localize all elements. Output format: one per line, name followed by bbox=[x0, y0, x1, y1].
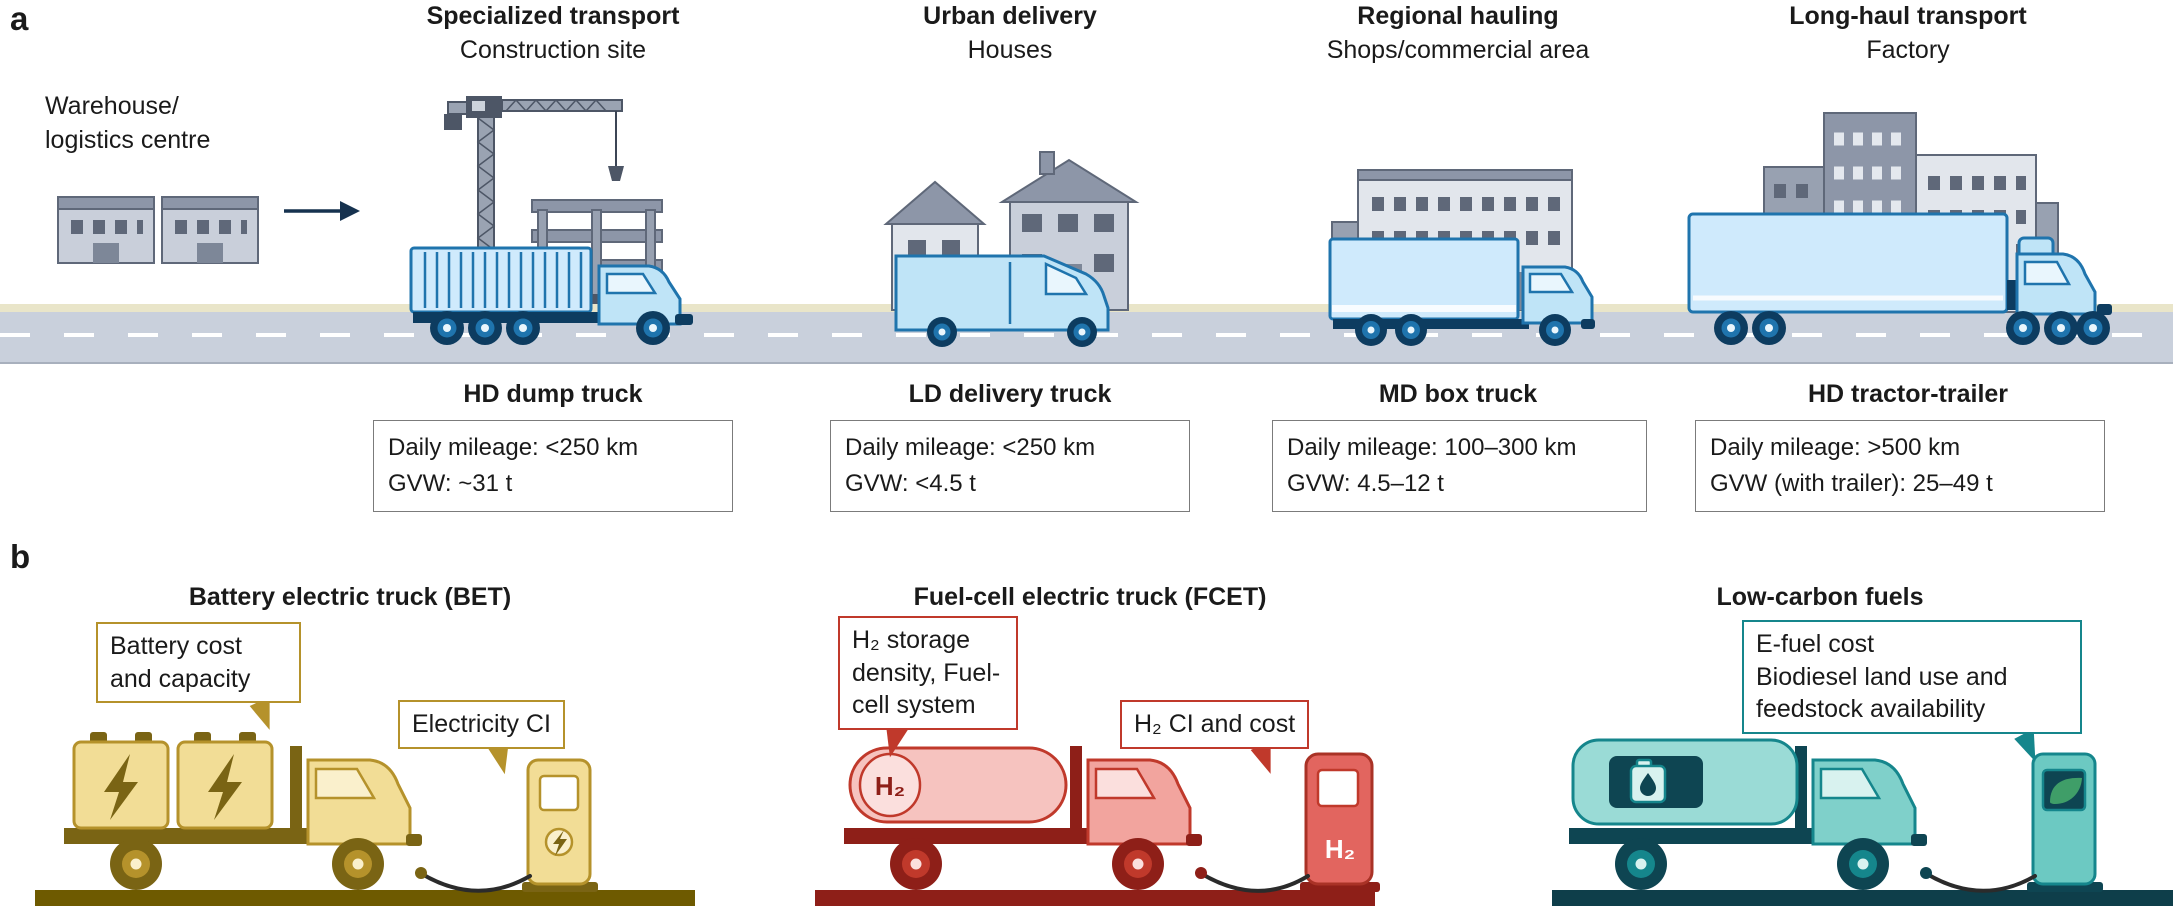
hd-dump-truck-illustration bbox=[409, 246, 693, 345]
column-subtitle: Factory bbox=[1866, 36, 1950, 64]
column-title: Specialized transport bbox=[426, 2, 680, 30]
truck-name: HD tractor-trailer bbox=[1807, 380, 2009, 408]
spec-box-delivery-truck: Daily mileage: <250 km GVW: <4.5 t bbox=[830, 420, 1190, 512]
truck-name: MD box truck bbox=[1378, 380, 1538, 408]
column-subtitle: Shops/commercial area bbox=[1326, 36, 1590, 64]
column-title: Long-haul transport bbox=[1789, 2, 2027, 30]
flow-arrow-icon bbox=[284, 201, 360, 221]
spec-line: GVW (with trailer): 25–49 t bbox=[1710, 470, 1993, 497]
bet-ground-bar bbox=[35, 890, 695, 906]
callout-electricity-ci: Electricity CI bbox=[398, 700, 565, 749]
leaf-icon bbox=[2050, 777, 2082, 804]
fcet-truck-illustration: H₂ H₂ bbox=[844, 746, 1380, 893]
ld-delivery-truck-illustration bbox=[894, 254, 1110, 347]
column-subtitle: Construction site bbox=[459, 36, 647, 64]
fcet-ground-bar bbox=[815, 890, 1375, 906]
spec-box-tractor-trailer: Daily mileage: >500 km GVW (with trailer… bbox=[1695, 420, 2105, 512]
battery-icon bbox=[72, 732, 170, 830]
column-head-specialized: Specialized transport Construction site bbox=[333, 2, 773, 65]
column-head-longhaul: Long-haul transport Factory bbox=[1688, 2, 2128, 65]
spec-line: Daily mileage: <250 km bbox=[388, 434, 639, 461]
callout-battery-cost: Battery cost and capacity bbox=[96, 622, 301, 703]
lightning-bolt-icon bbox=[208, 754, 242, 820]
callout-efuel-biodiesel: E-fuel cost Biodiesel land use and feeds… bbox=[1742, 620, 2082, 734]
callout-h2-storage: H₂ storage density, Fuel-cell system bbox=[838, 616, 1018, 730]
lcf-ground-bar bbox=[1552, 890, 2173, 906]
panel-b-label: b bbox=[10, 538, 31, 575]
warehouse-icon bbox=[57, 196, 259, 264]
spec-box-dump-truck: Daily mileage: <250 km GVW: ~31 t bbox=[373, 420, 733, 512]
fuel-drop-icon bbox=[1609, 756, 1703, 808]
hydrogen-tank-label: H₂ bbox=[875, 771, 905, 801]
spec-line: Daily mileage: >500 km bbox=[1710, 434, 1961, 461]
column-head-urban: Urban delivery Houses bbox=[790, 2, 1230, 65]
panel-a-label: a bbox=[10, 0, 29, 37]
spec-line: GVW: <4.5 t bbox=[845, 470, 976, 497]
callout-line: E-fuel cost bbox=[1756, 630, 1875, 658]
charging-cable bbox=[420, 872, 532, 893]
hd-tractor-trailer-illustration bbox=[1687, 212, 2112, 345]
column-title: Regional hauling bbox=[1357, 2, 1559, 30]
callout-tail bbox=[882, 726, 908, 760]
callout-h2-ci-cost: H₂ CI and cost bbox=[1120, 700, 1310, 749]
column-head-regional: Regional hauling Shops/commercial area bbox=[1238, 2, 1678, 65]
spec-line: GVW: ~31 t bbox=[388, 470, 513, 497]
lcf-title: Low-carbon fuels bbox=[1716, 583, 1924, 611]
truck-name: HD dump truck bbox=[463, 380, 643, 408]
spec-box-box-truck: Daily mileage: 100–300 km GVW: 4.5–12 t bbox=[1272, 420, 1647, 512]
warehouse-label: Warehouse/ logistics centre bbox=[45, 92, 211, 154]
lcf-truck-illustration bbox=[1569, 738, 2103, 893]
fcet-title: Fuel-cell electric truck (FCET) bbox=[913, 583, 1267, 611]
hydrogen-pump-label: H₂ bbox=[1325, 834, 1355, 864]
bet-truck-illustration bbox=[64, 732, 598, 893]
lightning-bolt-icon bbox=[104, 754, 138, 820]
truck-name: LD delivery truck bbox=[908, 380, 1112, 408]
battery-icon bbox=[176, 732, 274, 830]
column-title: Urban delivery bbox=[923, 2, 1097, 30]
spec-line: Daily mileage: <250 km bbox=[845, 434, 1096, 461]
spec-line: GVW: 4.5–12 t bbox=[1287, 470, 1444, 497]
callout-line: Biodiesel land use and feedstock availab… bbox=[1756, 662, 2008, 724]
spec-line: Daily mileage: 100–300 km bbox=[1287, 434, 1577, 461]
column-subtitle: Houses bbox=[967, 36, 1053, 64]
lightning-bolt-icon bbox=[553, 830, 567, 856]
fuel-pump-icon bbox=[2027, 752, 2103, 892]
charging-station-icon bbox=[522, 758, 598, 892]
bet-title: Battery electric truck (BET) bbox=[188, 583, 512, 611]
fuel-hose bbox=[1925, 872, 2037, 893]
fuel-hose bbox=[1200, 872, 1310, 893]
md-box-truck-illustration bbox=[1328, 237, 1595, 346]
hydrogen-tank-icon: H₂ bbox=[848, 746, 1068, 824]
hydrogen-pump-icon: H₂ bbox=[1300, 752, 1380, 892]
